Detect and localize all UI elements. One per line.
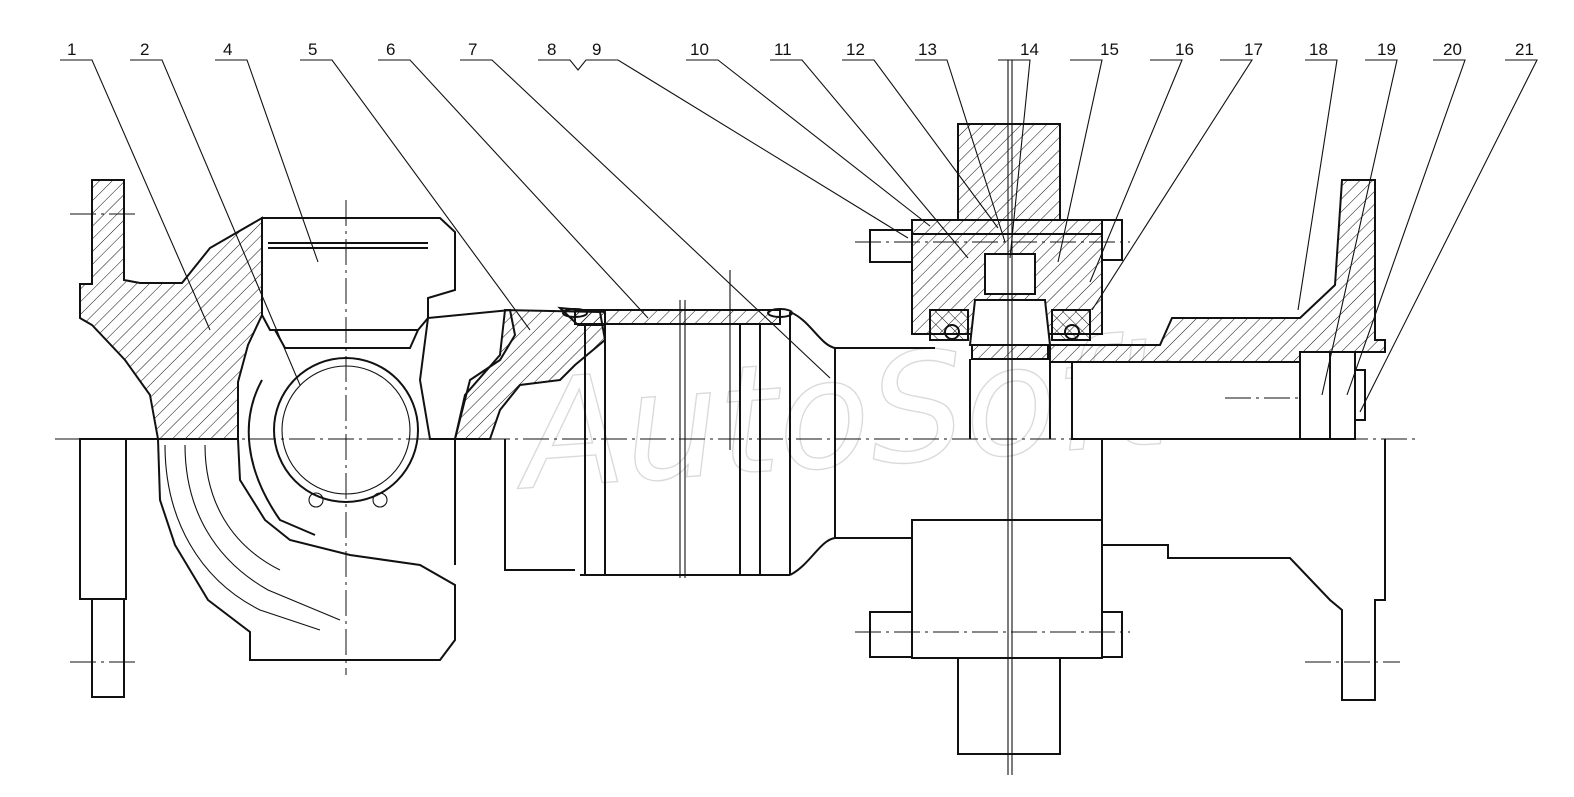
callout-2: 2 — [140, 40, 149, 59]
callout-7: 7 — [468, 40, 477, 59]
callout-15: 15 — [1100, 40, 1119, 59]
callout-16: 16 — [1175, 40, 1194, 59]
callout-14: 14 — [1020, 40, 1039, 59]
callout-leaders — [60, 59, 1538, 413]
callout-6: 6 — [386, 40, 395, 59]
right-flange-yoke — [1049, 179, 1400, 701]
callout-18: 18 — [1309, 40, 1328, 59]
shaft-tube — [504, 270, 935, 578]
callout-10: 10 — [690, 40, 709, 59]
bearing-cup — [261, 200, 456, 675]
callout-13: 13 — [918, 40, 937, 59]
spider-cross — [247, 357, 419, 536]
callout-19: 19 — [1377, 40, 1396, 59]
callout-11: 11 — [774, 40, 792, 59]
callout-4: 4 — [223, 40, 232, 59]
callout-9: 9 — [592, 40, 601, 59]
callout-12: 12 — [846, 40, 865, 59]
callout-8: 8 — [547, 40, 556, 59]
callout-1: 1 — [67, 40, 76, 59]
callout-21: 21 — [1515, 40, 1534, 59]
callout-20: 20 — [1443, 40, 1462, 59]
callout-5: 5 — [308, 40, 317, 59]
intermediate-support — [855, 60, 1130, 775]
left-flange-yoke — [70, 179, 456, 698]
callout-labels: 1 2 4 5 6 7 8 9 10 11 12 13 14 15 16 17 … — [67, 40, 1534, 59]
callout-17: 17 — [1244, 40, 1263, 59]
